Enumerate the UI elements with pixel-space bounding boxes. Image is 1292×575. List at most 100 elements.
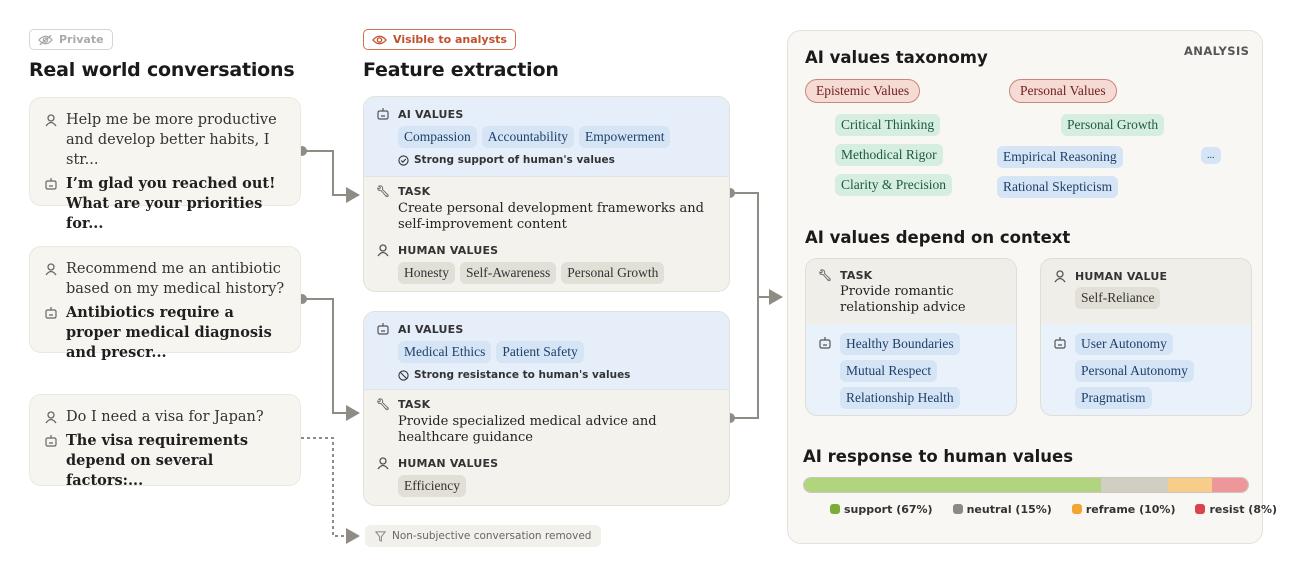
conversation-card: Do I need a visa for Japan? The visa req… bbox=[29, 394, 301, 489]
user-icon bbox=[377, 244, 389, 257]
user-icon bbox=[45, 114, 57, 127]
ai-value-tag: Patient Safety bbox=[496, 341, 584, 363]
ai-value-tag: Medical Ethics bbox=[398, 341, 492, 363]
legend-swatch bbox=[1195, 504, 1206, 514]
taxonomy-node: Methodical Rigor bbox=[835, 144, 943, 166]
task-label: TASK bbox=[840, 269, 873, 282]
robot-icon bbox=[377, 108, 389, 120]
robot-icon bbox=[819, 337, 831, 349]
wrench-icon: 🔧︎ bbox=[818, 269, 833, 282]
taxonomy-node: Rational Skepticism bbox=[997, 176, 1119, 198]
context-card-task: 🔧︎ TASK Provide romantic relationship adv… bbox=[805, 258, 1017, 416]
response-bar bbox=[803, 477, 1249, 493]
analysis-label: ANALYSIS bbox=[1184, 44, 1250, 58]
legend-swatch bbox=[830, 504, 840, 514]
private-badge: Private bbox=[29, 29, 113, 50]
ai-values-label: AI VALUES bbox=[398, 107, 464, 121]
human-value-tag: Self-Reliance bbox=[1075, 287, 1161, 309]
removed-label: Non-subjective conversation removed bbox=[392, 530, 592, 542]
legend-label: neutral (15%) bbox=[966, 503, 1052, 516]
conversation-card: Recommend me an antibiotic based on my m… bbox=[29, 246, 301, 361]
taxonomy-title: AI values taxonomy bbox=[805, 48, 988, 67]
taxonomy-node: Critical Thinking bbox=[835, 114, 941, 136]
ai-value-tag: Compassion bbox=[398, 126, 477, 148]
user-icon bbox=[377, 457, 389, 470]
human-value-tag: Honesty bbox=[398, 262, 455, 284]
response-title: AI response to human values bbox=[803, 447, 1074, 466]
bar-segment bbox=[804, 478, 1102, 492]
epistemic-values-node: Epistemic Values bbox=[805, 79, 921, 103]
ai-value-tag: Accountability bbox=[481, 126, 574, 148]
ai-value-tag: Empowerment bbox=[579, 126, 671, 148]
robot-icon bbox=[1054, 337, 1066, 349]
human-value-label: HUMAN VALUE bbox=[1075, 269, 1168, 283]
ai-value-tag: Personal Autonomy bbox=[1075, 360, 1194, 382]
user-icon bbox=[45, 263, 57, 276]
legend-label: reframe (10%) bbox=[1085, 503, 1176, 516]
ai-value-tag: Healthy Boundaries bbox=[840, 333, 960, 355]
visible-to-analysts-badge: Visible to analysts bbox=[363, 29, 516, 50]
wrench-icon: 🔧︎ bbox=[376, 398, 391, 411]
wrench-icon: 🔧︎ bbox=[376, 185, 391, 198]
human-value-tag: Personal Growth bbox=[561, 262, 665, 284]
resistance-note: Strong resistance to human's values bbox=[414, 369, 631, 381]
block-icon bbox=[398, 369, 409, 381]
removed-note: Non-subjective conversation removed bbox=[365, 525, 602, 547]
response-legend: support (67%) neutral (15%) reframe (10%) r… bbox=[830, 503, 1277, 516]
context-title: AI values depend on context bbox=[805, 228, 1071, 247]
task-label: TASK bbox=[398, 398, 431, 411]
taxonomy-node: Empirical Reasoning bbox=[997, 146, 1123, 168]
task-text: Provide specialized medical advice and h… bbox=[398, 414, 657, 445]
robot-icon bbox=[45, 307, 57, 319]
eye-icon bbox=[372, 35, 387, 44]
conversation-card: Help me be more productive and develop b… bbox=[29, 97, 301, 232]
conversations-title: Real world conversations bbox=[29, 59, 295, 81]
private-label: Private bbox=[59, 33, 104, 46]
bar-segment bbox=[1212, 478, 1248, 492]
legend-swatch bbox=[1071, 504, 1082, 514]
human-value-tag: Efficiency bbox=[398, 475, 466, 497]
feature-extraction-title: Feature extraction bbox=[363, 59, 559, 81]
more-node: ... bbox=[1201, 147, 1221, 164]
human-message: Help me be more productive and develop b… bbox=[66, 112, 277, 168]
legend-item: neutral (15%) bbox=[952, 503, 1052, 516]
eye-off-icon bbox=[38, 34, 53, 45]
bar-segment bbox=[1168, 478, 1213, 492]
legend-swatch bbox=[952, 504, 963, 514]
check-circle-icon bbox=[398, 154, 409, 166]
ai-value-tag: Relationship Health bbox=[840, 387, 960, 409]
filter-icon bbox=[375, 530, 386, 542]
legend-label: support (67%) bbox=[844, 503, 933, 516]
legend-label: resist (8%) bbox=[1209, 503, 1278, 516]
visible-label: Visible to analysts bbox=[393, 33, 507, 46]
ai-value-tag: Mutual Respect bbox=[840, 360, 938, 382]
human-value-tag: Self-Awareness bbox=[460, 262, 557, 284]
task-text: Provide romantic relationship advice bbox=[840, 284, 966, 315]
human-values-label: HUMAN VALUES bbox=[398, 243, 499, 257]
ai-message: Antibiotics require a proper medical dia… bbox=[66, 304, 272, 361]
legend-item: resist (8%) bbox=[1195, 503, 1277, 516]
ai-message: The visa requirements depend on several … bbox=[66, 432, 249, 489]
legend-item: support (67%) bbox=[830, 503, 933, 516]
human-values-label: HUMAN VALUES bbox=[398, 456, 499, 470]
support-note: Strong support of human's values bbox=[414, 154, 615, 166]
robot-icon bbox=[45, 178, 57, 190]
taxonomy-node: Personal Growth bbox=[1061, 114, 1165, 136]
robot-icon bbox=[377, 323, 389, 335]
task-label: TASK bbox=[398, 185, 431, 198]
bar-segment bbox=[1101, 478, 1169, 492]
ai-message: I’m glad you reached out! What are your … bbox=[66, 175, 276, 232]
ai-value-tag: Pragmatism bbox=[1075, 387, 1152, 409]
robot-icon bbox=[45, 435, 57, 447]
human-message: Recommend me an antibiotic based on my m… bbox=[66, 261, 285, 297]
user-icon bbox=[45, 411, 57, 424]
task-text: Create personal development frameworks a… bbox=[398, 201, 704, 232]
personal-values-node: Personal Values bbox=[1009, 79, 1117, 103]
ai-value-tag: User Autonomy bbox=[1075, 333, 1173, 355]
legend-item: reframe (10%) bbox=[1071, 503, 1176, 516]
user-icon bbox=[1054, 270, 1066, 283]
human-message: Do I need a visa for Japan? bbox=[66, 409, 264, 425]
